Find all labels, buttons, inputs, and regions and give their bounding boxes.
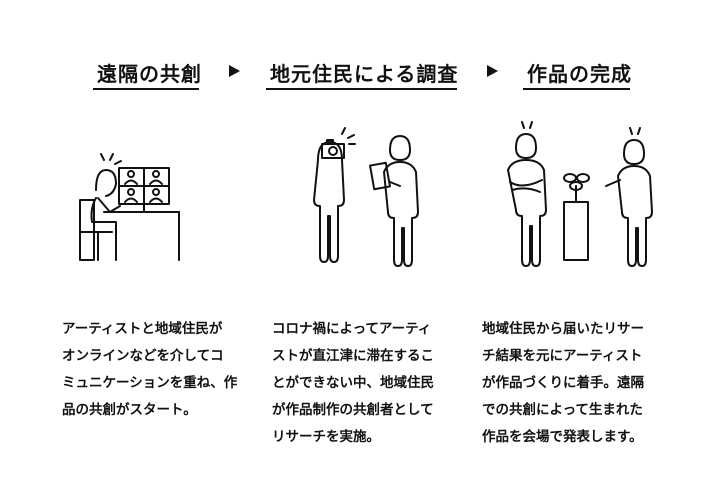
step-1-title: 遠隔の共創 — [97, 62, 202, 86]
person-with-camera-icon — [313, 127, 356, 263]
person-at-computer-icon — [79, 153, 180, 261]
step-2-title: 地元住民による調査 — [270, 62, 459, 86]
step-1-description: アーティストと地域住民が オンラインなどを介してコ ミュニケーションを重ね、作 … — [62, 321, 238, 418]
step-1-underline — [93, 88, 199, 90]
step-2-underline — [266, 88, 457, 90]
step-2-description: コロナ禍によってアーティ ストが直江津に滞在するこ とができない中、地域住民 が… — [272, 321, 434, 445]
person-arms-crossed-icon — [507, 121, 547, 267]
arrow-right-icon — [487, 65, 498, 77]
person-presenting-icon — [605, 127, 653, 267]
step-3-title: 作品の完成 — [527, 62, 632, 86]
person-with-notebook-icon — [369, 135, 419, 267]
arrow-right-icon — [229, 65, 240, 77]
step-3-underline — [523, 88, 630, 90]
plant-on-pedestal-icon — [563, 173, 590, 261]
step-3-description: 地域住民から届いたリサー チ結果を元にアーティスト が作品づくりに着手。遠隔 で… — [482, 321, 644, 445]
